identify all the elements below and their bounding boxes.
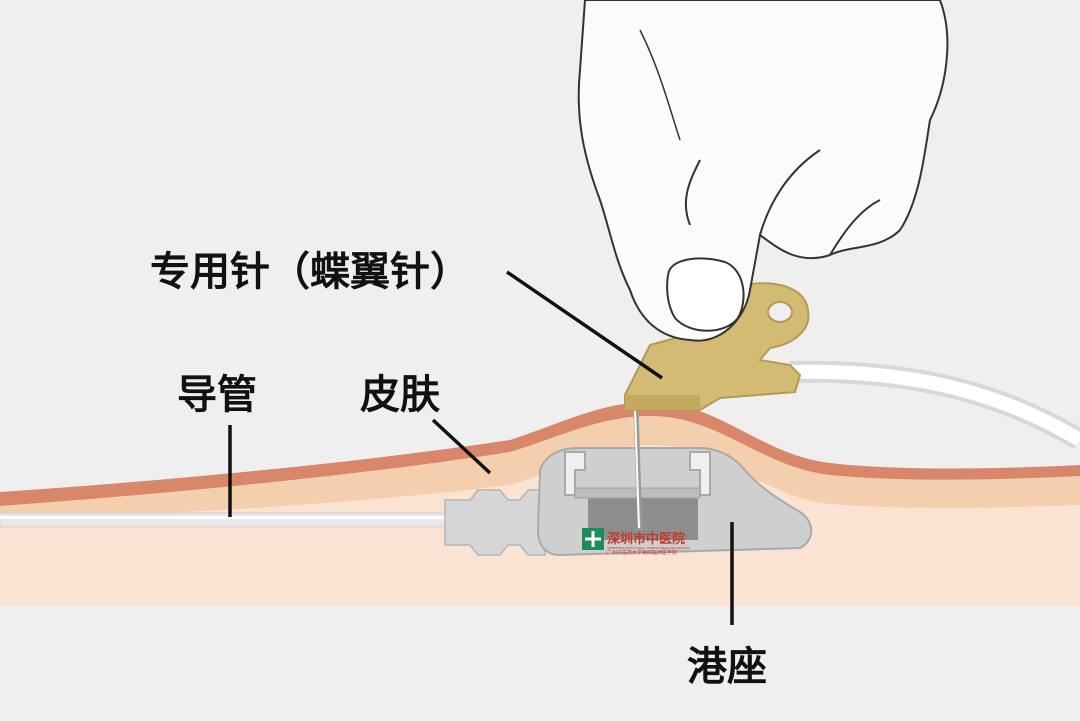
watermark-hospital-name: 深圳市中医院 (607, 531, 685, 547)
skin-pointer-line (431, 418, 492, 475)
fat-layer (0, 410, 1080, 520)
catheter-label: 导管 (177, 372, 257, 418)
needle-pointer-line (506, 270, 663, 380)
port-reservoir (588, 495, 698, 540)
thumbnail (666, 257, 745, 332)
skin-label: 皮肤 (360, 372, 440, 418)
port-clip-left (564, 451, 586, 496)
watermark-subtitle-cn: 广州中医药大学第四临床医学院 (607, 549, 677, 556)
watermark-subtitle-en: SHENZHEN TRADITIONAL CHINESE MEDICINE HO… (607, 546, 690, 550)
hospital-watermark: 深圳市中医院 SHENZHEN TRADITIONAL CHINESE MEDI… (582, 528, 690, 556)
catheter-connector (444, 489, 546, 556)
port-label: 港座 (687, 644, 767, 690)
catheter-shine (0, 516, 460, 519)
butterfly-needle-hub (624, 282, 810, 411)
gloved-hand (577, 0, 949, 342)
skin-layer (0, 402, 1080, 506)
needle-label: 专用针（蝶翼针） (150, 249, 470, 295)
